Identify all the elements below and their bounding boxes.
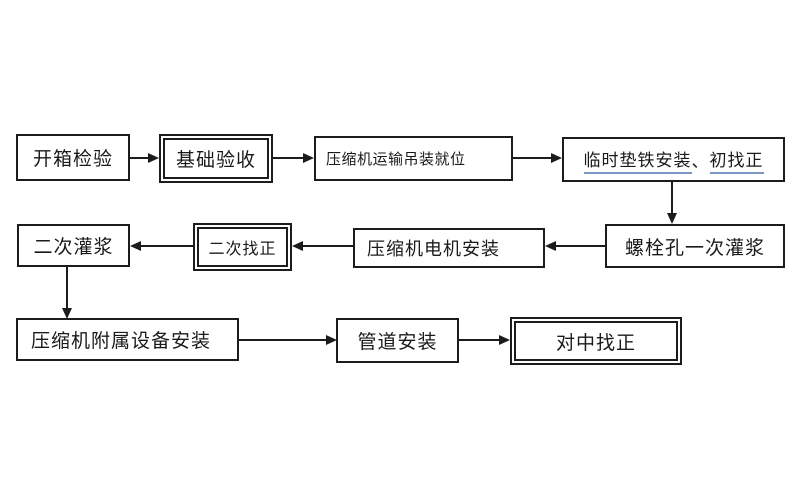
arrow-line-pipeline-to-centering (459, 339, 500, 341)
flow-node-compressor-motor-install: 压缩机电机安装 (353, 228, 545, 268)
arrow-head-left-icon (130, 241, 141, 251)
arrow-head-down-icon (667, 213, 677, 224)
arrow-line-openbox-to-foundation (130, 157, 150, 159)
arrow-head-right-icon (326, 335, 337, 345)
flow-node-open-box-inspection: 开箱检验 (16, 134, 130, 181)
flow-node-secondary-alignment: 二次找正 (193, 223, 292, 271)
flow-node-temporary-shim-install-initial-alignment: 临时垫铁安装、初找正 (562, 137, 785, 182)
arrow-head-right-icon (148, 153, 159, 163)
arrow-line-secondary-alignment-to-secondary-grouting (140, 245, 193, 247)
arrow-head-left-icon (545, 241, 556, 251)
flow-node-secondary-grouting: 二次灌浆 (17, 224, 130, 267)
arrow-head-right-icon (499, 335, 510, 345)
text-separator: 、 (691, 152, 710, 171)
arrow-line-secondary-grouting-to-auxiliary (66, 267, 68, 309)
flow-node-bolt-hole-first-grouting: 螺栓孔一次灌浆 (605, 224, 785, 268)
arrow-head-down-icon (62, 308, 72, 319)
underlined-text-segment: 初找正 (709, 146, 764, 174)
arrow-line-motor-to-secondary-alignment (302, 245, 353, 247)
underlined-text-segment: 临时垫铁安装 (583, 146, 692, 174)
arrow-line-transport-to-shim (513, 157, 552, 159)
flow-node-centering-alignment: 对中找正 (510, 317, 682, 365)
arrow-head-right-icon (303, 153, 314, 163)
flow-node-pipeline-install: 管道安装 (336, 318, 459, 363)
arrow-head-right-icon (551, 153, 562, 163)
arrow-line-grouting-to-motor (555, 245, 605, 247)
arrow-line-shim-to-grouting (671, 182, 673, 215)
flow-node-compressor-auxiliary-equipment-install: 压缩机附属设备安装 (16, 318, 239, 361)
arrow-head-left-icon (292, 241, 303, 251)
arrow-line-foundation-to-transport (273, 157, 304, 159)
flow-node-foundation-acceptance: 基础验收 (159, 134, 273, 183)
arrow-line-auxiliary-to-pipeline (239, 339, 327, 341)
flow-node-compressor-transport-hoisting: 压缩机运输吊装就位 (314, 136, 513, 181)
